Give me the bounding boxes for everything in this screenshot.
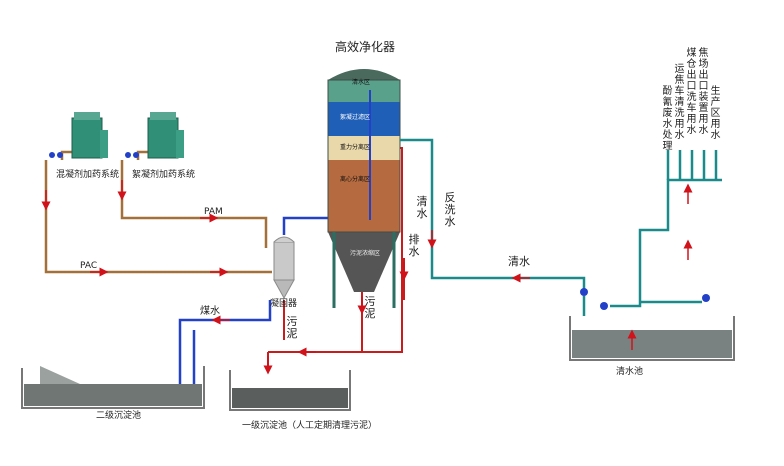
use-1: 酚氰废水处理 [662, 86, 673, 152]
purifier-title: 高效净化器 [335, 40, 396, 54]
sludge-label-small: 污泥 [286, 315, 298, 340]
clear-water-flow-label: 清水 [416, 195, 428, 220]
sludge-label-mid: 污泥 [364, 295, 376, 320]
pac-label: PAC [80, 261, 98, 271]
secondary-tank-label: 二级沉淀池 [96, 411, 142, 421]
coal-water-label: 煤水 [200, 306, 220, 317]
use-3: 煤仓出口洗车用水 [686, 48, 697, 136]
use-2: 运焦车清洗用水 [674, 64, 685, 141]
use-4: 焦场出口装置用水 [698, 48, 709, 136]
floc-dosing-unit [147, 112, 184, 159]
zone-filter: 絮凝过滤区 [340, 114, 371, 121]
coagulator-vessel [273, 236, 295, 300]
primary-tank [229, 370, 351, 411]
coag-dosing-unit [71, 112, 108, 159]
clean-water-label: 清水 [508, 255, 530, 268]
use-5: 生产区用水 [710, 86, 721, 141]
floc-system-label: 絮凝剂加药系统 [132, 170, 196, 180]
coag-system-label: 混凝剂加药系统 [56, 170, 120, 180]
primary-tank-label: 一级沉淀池（人工定期清理污泥） [242, 421, 378, 431]
zone-sludge: 污泥浓缩区 [350, 250, 381, 257]
zone-centrifugal: 离心分离区 [340, 176, 371, 183]
drain-label: 排水 [408, 233, 420, 258]
pam-label: PAM [204, 207, 223, 217]
coal-water-pipes [178, 216, 330, 388]
dosing-pumps [49, 152, 139, 158]
flow-arrows [41, 180, 693, 375]
clear-tank-label: 清水池 [616, 367, 644, 377]
clear-tank [569, 316, 735, 361]
backwash-label: 反洗水 [444, 191, 456, 228]
clear-water-pipes [400, 138, 722, 316]
purifier-vessel [327, 69, 401, 308]
zone-clear: 清水区 [352, 79, 371, 86]
clear-water-pumps [580, 288, 710, 310]
zone-gravity: 重力分离区 [340, 144, 371, 151]
secondary-tank [21, 366, 205, 409]
coagulator-label: 凝固器 [270, 299, 298, 309]
